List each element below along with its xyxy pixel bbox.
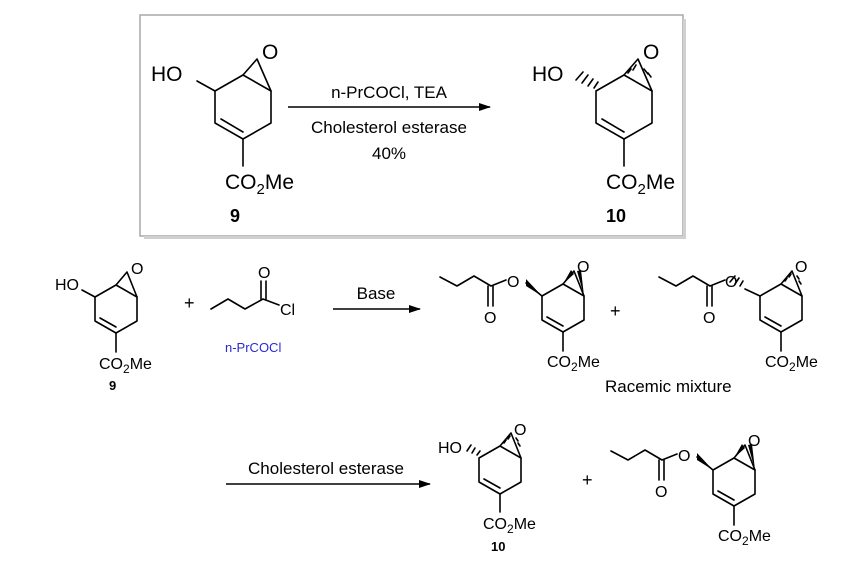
compound-9-small: O HO CO2Me 9 [55,261,152,393]
compound-9-large-number: 9 [230,206,240,226]
remaining-ester-ether-oxygen: O [678,448,690,465]
compound-9-large-oxygen: O [262,41,278,64]
compound-9-small-oxygen: O [131,261,143,278]
top-reaction-box-shadow-bottom [144,236,686,239]
plus-sign-2: + [610,301,621,321]
compound-10-small-hydroxyl: HO [438,440,462,457]
compound-9-small-ester: CO2Me [99,356,152,376]
ester-a-ester: CO2Me [547,354,600,374]
acyl-chloride-structure: O Cl n-PrCOCl [210,265,295,355]
esterase-label: Cholesterol esterase [248,459,404,478]
ester-a-epoxide-oxygen: O [577,259,589,276]
ester-product-b: O O O CO2Me [658,259,818,374]
plus-sign-1: + [184,293,195,313]
ester-product-a: O O O CO2Me [439,259,600,374]
ester-b-ester: CO2Me [765,354,818,374]
compound-9-large: O HO CO2Me 9 [151,41,294,226]
compound-10-small-ester: CO2Me [483,516,536,536]
compound-10-small-number: 10 [491,539,505,554]
compound-10-large-oxygen: O [643,41,659,64]
compound-9-small-number: 9 [109,378,116,393]
acyl-chloride-oxygen: O [258,265,270,282]
ester-b-epoxide-oxygen: O [795,259,807,276]
remaining-ester-epoxide-oxygen: O [748,433,760,450]
ester-b-carbonyl-oxygen: O [703,310,715,327]
box-reagents: n-PrCOCl, TEA [331,83,448,102]
compound-9-large-ester: CO2Me [225,171,294,198]
compound-9-large-hydroxyl: HO [151,63,183,86]
acyl-chloride-chlorine: Cl [280,302,295,319]
compound-10-large-ester: CO2Me [606,171,675,198]
ester-b-ether-oxygen: O [725,274,737,291]
plus-sign-3: + [582,470,593,490]
ester-a-carbonyl-oxygen: O [484,310,496,327]
remaining-ester: O O O CO2Me [610,433,771,548]
acyl-chloride-name: n-PrCOCl [225,340,281,355]
top-reaction-box-shadow [683,19,686,238]
compound-10-small: O HO CO2Me 10 [438,422,536,554]
remaining-ester-ester: CO2Me [718,528,771,548]
box-yield: 40% [372,144,406,163]
compound-10-large-number: 10 [606,206,626,226]
box-enzyme: Cholesterol esterase [311,118,467,137]
compound-10-large: O HO CO2Me 10 [532,41,675,226]
racemic-mixture-label: Racemic mixture [605,377,732,396]
remaining-ester-carbonyl-oxygen: O [655,484,667,501]
compound-10-small-oxygen: O [514,422,526,439]
base-label: Base [357,284,396,303]
compound-9-small-hydroxyl: HO [55,277,79,294]
ester-a-ether-oxygen: O [507,274,519,291]
compound-10-large-hydroxyl: HO [532,63,564,86]
